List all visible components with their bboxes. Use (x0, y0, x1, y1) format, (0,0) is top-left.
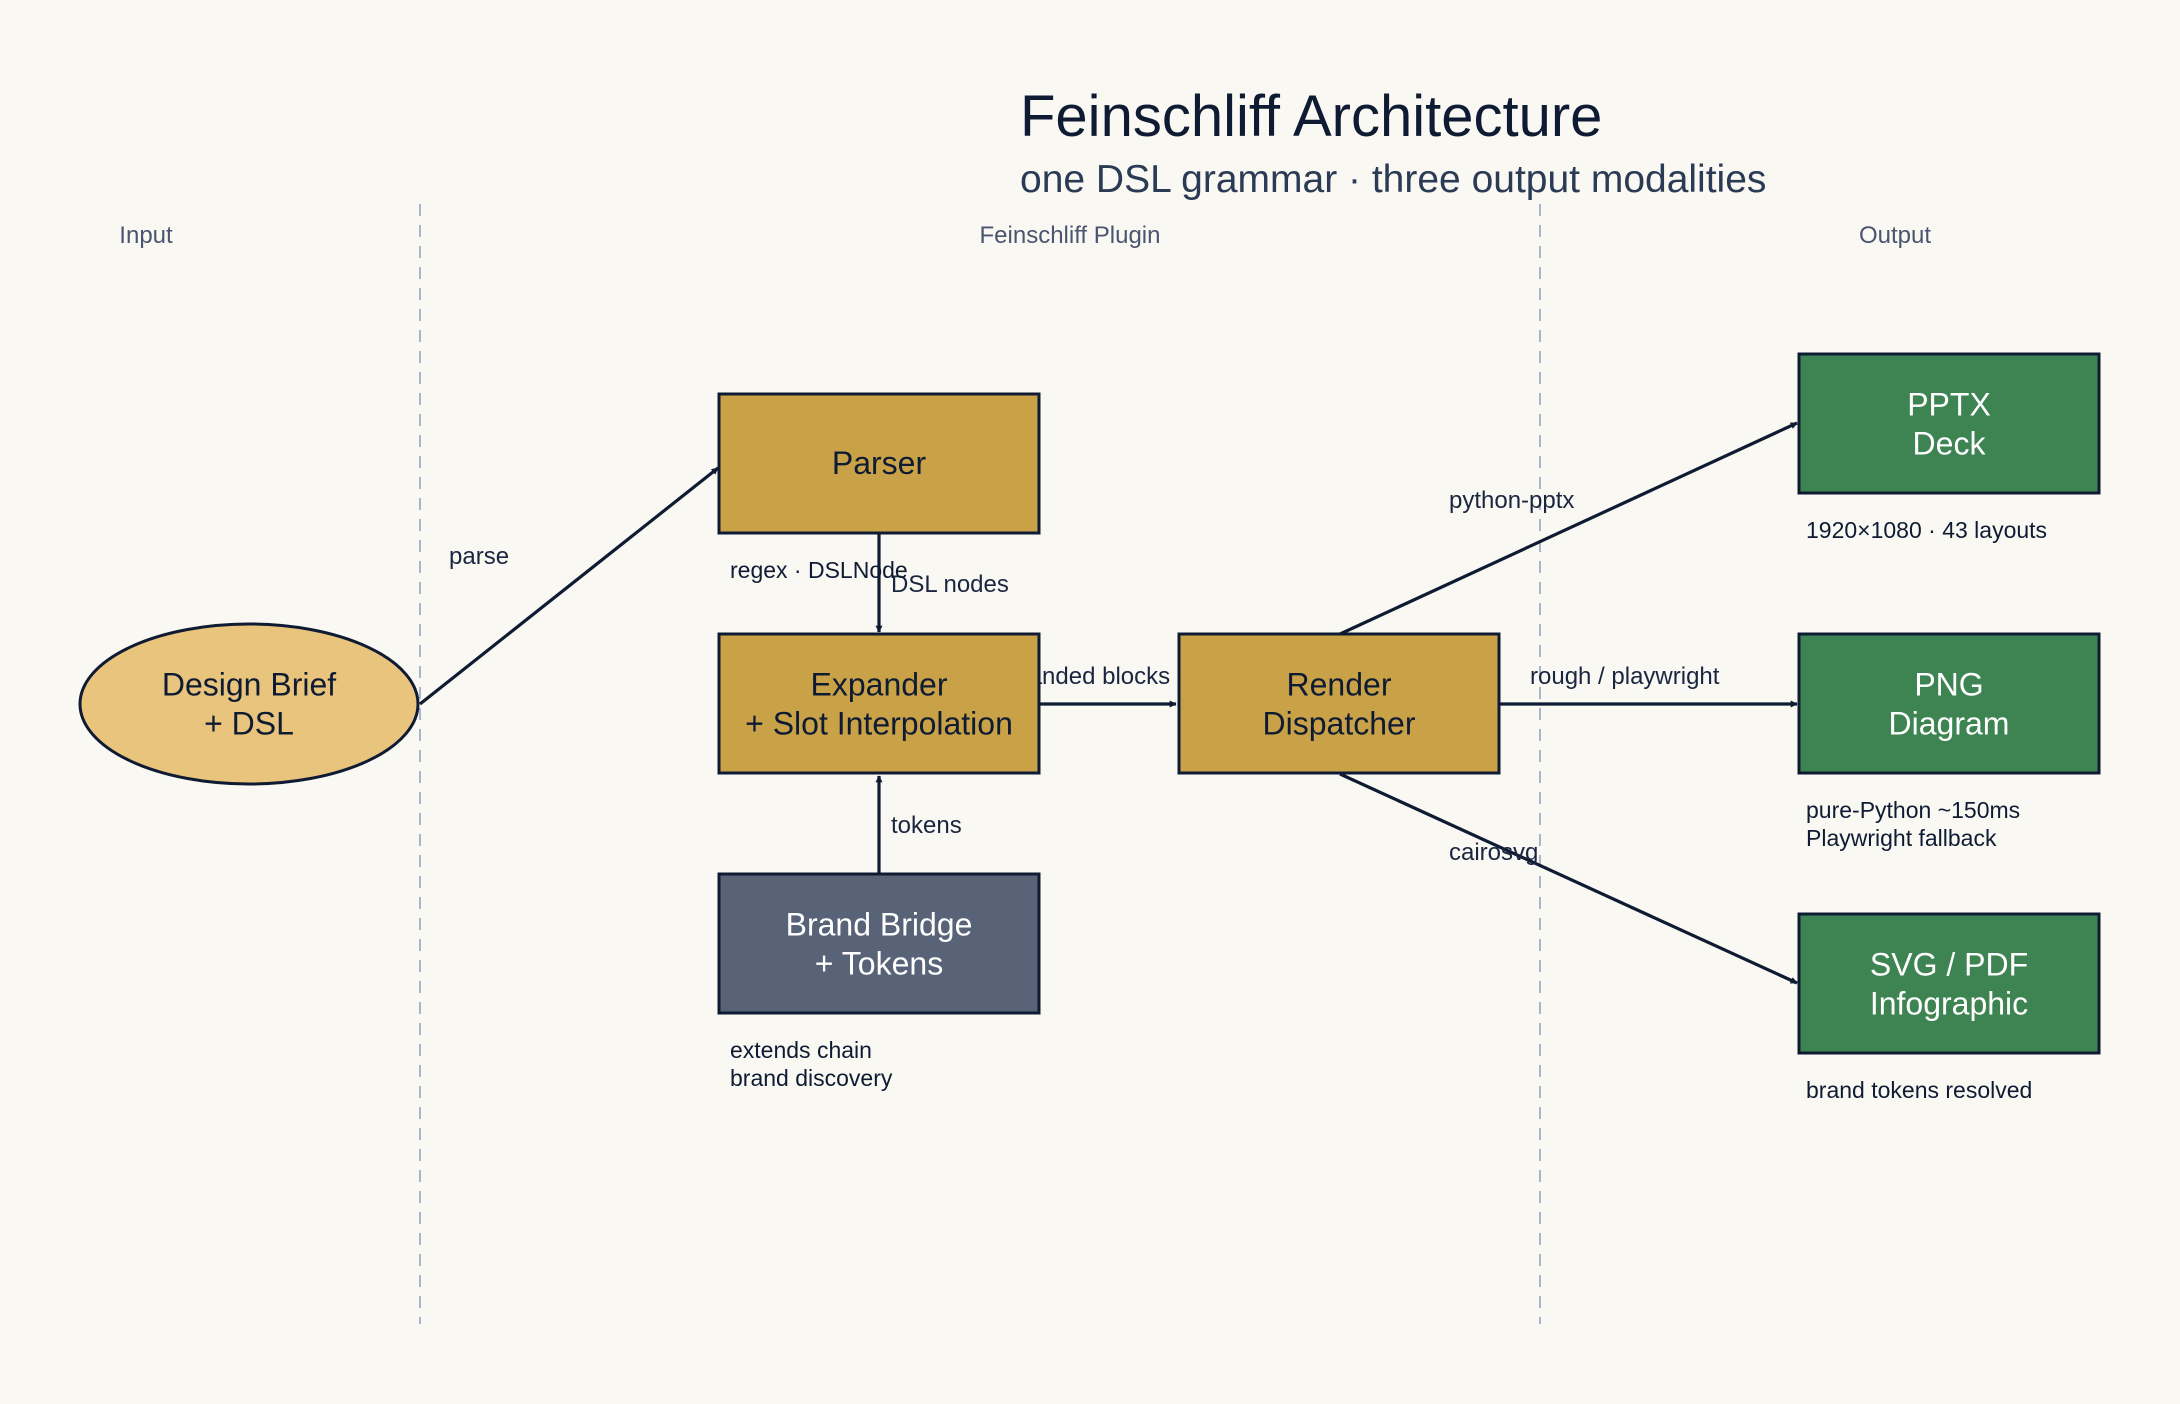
edge-label-rough-playwright: rough / playwright (1530, 663, 1720, 690)
note-svg-pdf: brand tokens resolved (1806, 1077, 2032, 1103)
png-label-line: Diagram (1889, 706, 2010, 742)
diagram-subtitle: one DSL grammar · three output modalitie… (1020, 158, 1766, 201)
expander-label-line: + Slot Interpolation (745, 706, 1013, 742)
svg-text:Design Brief+ DSL: Design Brief+ DSL (162, 667, 336, 742)
svgpdf-label-line: Infographic (1870, 986, 2028, 1022)
pptx-label-line: PPTX (1907, 387, 1991, 423)
edge-label-tokens: tokens (891, 812, 962, 839)
node-expander: Expander+ Slot Interpolation (717, 632, 1041, 775)
diagram-title: Feinschliff Architecture (1020, 84, 1602, 149)
brand-label-line: Brand Bridge (786, 907, 973, 943)
pptx-label-line: Deck (1913, 426, 1987, 462)
note-line: Playwright fallback (1806, 825, 1997, 851)
edge-label-cairosvg: cairosvg (1449, 839, 1538, 866)
note-line: regex · DSLNode (730, 557, 908, 583)
note-line: 1920×1080 · 43 layouts (1806, 517, 2047, 543)
note-line: extends chain (730, 1037, 872, 1063)
svg-text:Brand Bridge+ Tokens: Brand Bridge+ Tokens (786, 907, 973, 982)
note-line: brand discovery (730, 1065, 893, 1091)
edge-cairosvg (1339, 772, 1798, 985)
edge-label-parse: parse (449, 543, 509, 570)
edge-label-python-pptx: python-pptx (1449, 487, 1574, 514)
svg-text:Parser: Parser (832, 445, 927, 481)
dispatcher-label-line: Dispatcher (1263, 706, 1416, 742)
node-parser: Parser (717, 392, 1041, 535)
svg-text:Expander+ Slot Interpolation: Expander+ Slot Interpolation (745, 667, 1013, 742)
note-pptx: 1920×1080 · 43 layouts (1806, 517, 2047, 543)
brand-label-line: + Tokens (815, 946, 943, 982)
lane-label-output: Output (1859, 222, 1931, 249)
edge-parse (419, 466, 719, 706)
note-line: brand tokens resolved (1806, 1077, 2032, 1103)
dispatcher-label-line: Render (1287, 667, 1392, 703)
parser-label-line: Parser (832, 445, 927, 481)
edge-python-pptx (1339, 421, 1798, 636)
expander-label-line: Expander (811, 667, 948, 703)
png-label-line: PNG (1914, 667, 1983, 703)
note-line: pure-Python ~150ms (1806, 797, 2020, 823)
lane-label-input: Input (119, 222, 173, 249)
brief-label-line: + DSL (204, 706, 294, 742)
lane-label-plugin: Feinschliff Plugin (980, 222, 1161, 249)
note-parser: regex · DSLNode (730, 557, 908, 583)
node-brand-bridge: Brand Bridge+ Tokens (717, 872, 1041, 1015)
node-design-brief: Design Brief+ DSL (78, 622, 420, 786)
brief-label-line: Design Brief (162, 667, 336, 703)
edge-label-dsl-nodes: DSL nodes (891, 571, 1009, 598)
svgpdf-label-line: SVG / PDF (1870, 947, 2028, 983)
